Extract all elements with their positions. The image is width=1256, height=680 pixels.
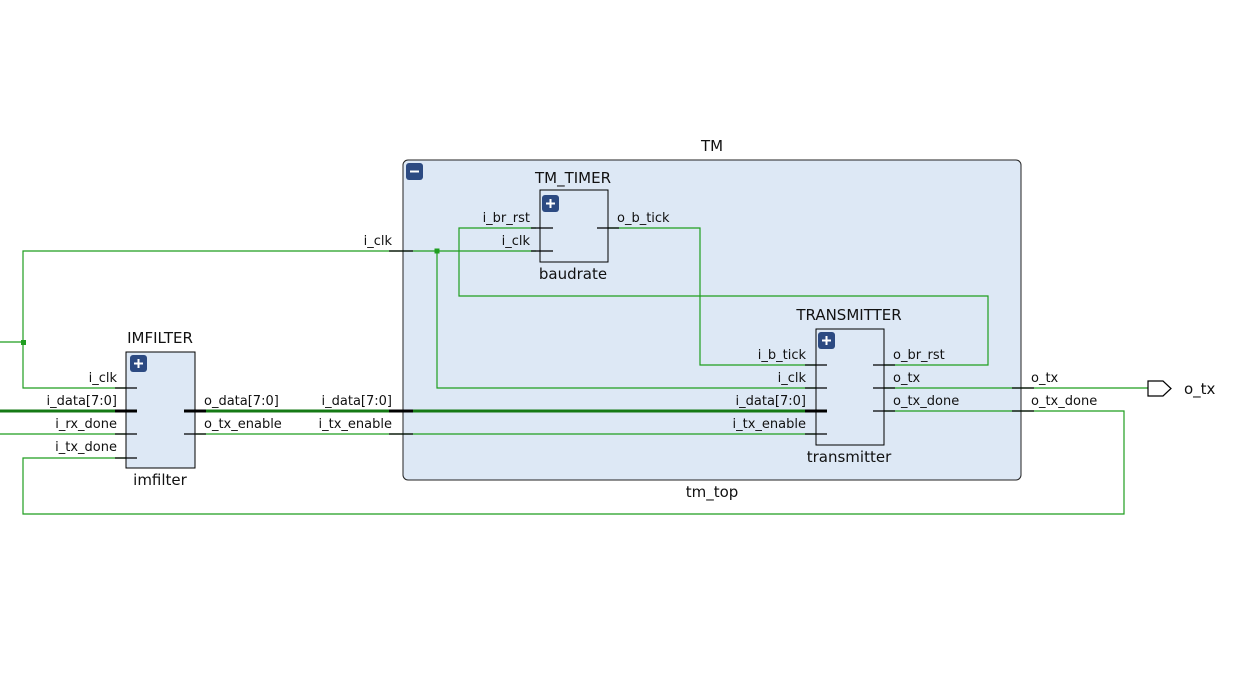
imfilter-port-i-tx-done: i_tx_done: [55, 440, 117, 455]
clk-net-wire[interactable]: [0, 250, 536, 343]
imfilter-title: IMFILTER: [127, 329, 193, 347]
transmitter-port-i-clk: i_clk: [778, 371, 807, 386]
tm-timer-instance: baudrate: [539, 265, 607, 283]
clk-transmitter-wire[interactable]: [436, 251, 816, 389]
hier-port-i-data: i_data[7:0]: [322, 394, 392, 409]
imfilter-port-i-data: i_data[7:0]: [47, 394, 117, 409]
transmitter-port-o-br-rst: o_br_rst: [893, 348, 945, 363]
transmitter-port-o-tx: o_tx: [893, 371, 921, 386]
tm-timer-port-i-clk: i_clk: [502, 234, 531, 249]
tm-timer-port-o-b-tick: o_b_tick: [617, 211, 670, 226]
hier-block-title: TM: [700, 137, 723, 155]
transmitter-title: TRANSMITTER: [795, 306, 901, 324]
transmitter-port-i-b-tick: i_b_tick: [758, 348, 807, 363]
imfilter-port-o-data: o_data[7:0]: [204, 394, 279, 409]
transmitter-port-o-tx-done: o_tx_done: [893, 394, 959, 409]
output-port-arrow-icon[interactable]: [1147, 380, 1172, 397]
tm-hier-block[interactable]: [402, 159, 1022, 481]
imfilter-instance: imfilter: [133, 471, 188, 489]
imfilter-port-i-clk: i_clk: [89, 371, 118, 386]
transmitter-cell[interactable]: TRANSMITTER i_b_tick i_clk i_data[7:0] i…: [733, 306, 960, 466]
collapse-icon[interactable]: [406, 163, 423, 180]
clk-imfilter-wire[interactable]: [22, 342, 126, 389]
net-wires: [0, 227, 1148, 515]
transmitter-port-i-data: i_data[7:0]: [736, 394, 806, 409]
expand-icon[interactable]: [818, 332, 835, 349]
hier-port-o-tx-done: o_tx_done: [1031, 394, 1097, 409]
hier-port-i-clk: i_clk: [364, 234, 393, 249]
b-tick-wire[interactable]: [608, 227, 816, 366]
expand-icon[interactable]: [130, 355, 147, 372]
output-port-label: o_tx: [1184, 380, 1216, 399]
tm-timer-title: TM_TIMER: [534, 169, 611, 188]
hier-port-stubs: [389, 250, 1034, 435]
br-rst-wire[interactable]: [458, 227, 989, 366]
tx-done-wire[interactable]: [22, 410, 1125, 515]
junction-dot: [21, 340, 26, 345]
output-port-o-tx[interactable]: o_tx: [1147, 380, 1216, 399]
junction-dot: [434, 248, 440, 254]
hier-port-o-tx: o_tx: [1031, 371, 1059, 386]
imfilter-cell[interactable]: IMFILTER i_clk i_data[7:0] i_rx_done i_t…: [47, 329, 282, 489]
tm-timer-cell[interactable]: TM_TIMER i_br_rst i_clk o_b_tick baudrat…: [483, 169, 670, 283]
imfilter-port-o-tx-enable: o_tx_enable: [204, 417, 282, 432]
imfilter-port-i-rx-done: i_rx_done: [55, 417, 117, 432]
expand-icon[interactable]: [542, 195, 559, 212]
hier-block-instance: tm_top: [686, 483, 739, 502]
transmitter-port-i-tx-enable: i_tx_enable: [733, 417, 806, 432]
hier-port-i-tx-enable: i_tx_enable: [319, 417, 392, 432]
transmitter-instance: transmitter: [807, 448, 892, 466]
tm-timer-port-i-br-rst: i_br_rst: [483, 211, 530, 226]
